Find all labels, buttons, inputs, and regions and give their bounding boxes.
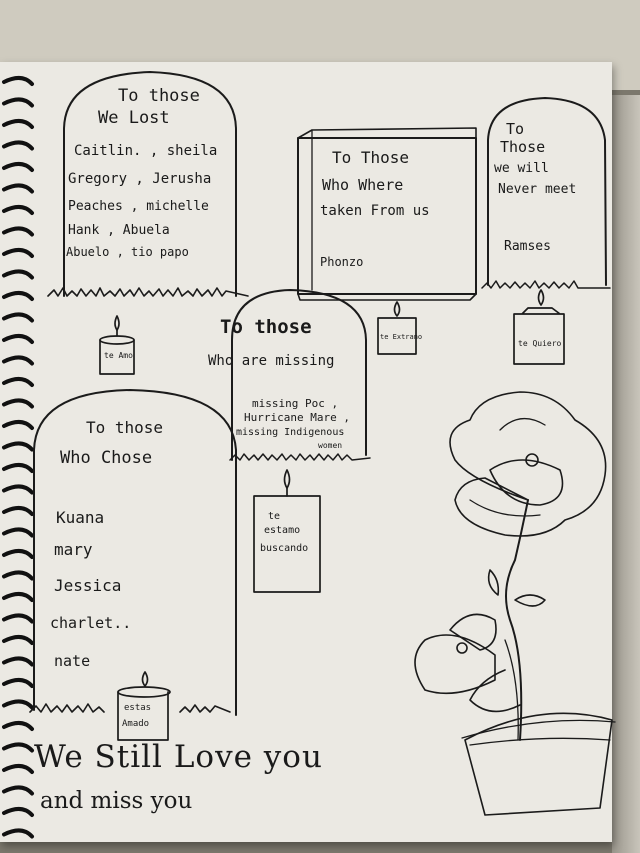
never-heading-4: Never meet — [498, 182, 577, 197]
lost-heading-1: To those — [118, 86, 200, 106]
spiral-ring — [2, 97, 34, 108]
candle-missing — [253, 469, 321, 593]
candle-taken — [377, 301, 417, 355]
spiral-ring — [2, 463, 34, 473]
candle-taken-label: te Extrano — [380, 333, 423, 341]
spiral-ring — [2, 721, 34, 731]
spiral-ring — [2, 484, 34, 495]
flower-sketch — [414, 391, 616, 816]
spiral-ring — [2, 420, 34, 430]
spiral-ring — [2, 678, 34, 688]
candle-lost — [99, 315, 135, 375]
spiral-ring — [2, 183, 34, 194]
spiral-binding — [2, 76, 34, 839]
candle-chose-label: estas — [124, 703, 152, 713]
missing-name: missing Poc , — [252, 397, 339, 410]
tombstone-missing — [231, 289, 367, 461]
spiral-ring — [2, 355, 34, 366]
chose-name: nate — [54, 652, 91, 670]
spiral-ring — [2, 807, 34, 817]
lost-name: Peaches , michelle — [68, 199, 209, 214]
spiral-ring — [2, 527, 34, 538]
candle-lost-label: te Amo — [104, 351, 133, 360]
spiral-ring — [2, 312, 34, 323]
spiral-ring — [2, 334, 34, 344]
spiral-ring — [2, 570, 34, 581]
spiral-ring — [2, 506, 34, 516]
spiral-ring — [2, 377, 34, 387]
never-heading-3: we will — [494, 161, 549, 176]
lost-heading-2: We Lost — [98, 108, 170, 128]
spiral-ring — [2, 269, 34, 280]
spiral-ring — [2, 613, 34, 624]
spiral-ring — [2, 828, 34, 839]
spiral-ring — [2, 398, 34, 409]
never-name: Ramses — [504, 239, 551, 254]
chose-name: Jessica — [54, 576, 122, 595]
spiral-ring — [2, 764, 34, 774]
spiral-ring — [2, 119, 34, 129]
frame-taken — [297, 137, 477, 295]
sketchbook-page — [0, 62, 612, 842]
spiral-ring — [2, 592, 34, 602]
spiral-ring — [2, 699, 34, 710]
spiral-ring — [2, 205, 34, 215]
tombstone-lost — [63, 71, 237, 297]
tombstone-never — [487, 97, 607, 286]
chose-name: mary — [54, 540, 93, 559]
candle-chose-label: Amado — [122, 719, 150, 729]
spiral-ring — [2, 656, 34, 667]
message-line-2: and miss you — [40, 788, 193, 814]
spiral-ring — [2, 785, 34, 796]
spiral-ring — [2, 162, 34, 172]
taken-name: Phonzo — [320, 255, 364, 269]
chose-name: charlet.. — [50, 614, 132, 632]
lost-name: Gregory , Jerusha — [68, 171, 212, 187]
spiral-ring — [2, 635, 34, 645]
spiral-ring — [2, 140, 34, 151]
spiral-ring — [2, 226, 34, 237]
lost-name: Caitlin. , sheila — [74, 143, 218, 159]
chose-heading-1: To those — [86, 418, 164, 437]
missing-heading-1: To those — [220, 316, 312, 338]
never-heading-1: To — [506, 120, 525, 138]
lost-name: Abuelo , tio papo — [66, 245, 189, 259]
chose-name: Kuana — [56, 508, 105, 527]
candle-missing-label: estamo — [264, 525, 301, 536]
spiral-ring — [2, 76, 34, 86]
table-shadow — [612, 95, 640, 853]
missing-name: missing Indigenous — [236, 427, 345, 438]
spiral-ring — [2, 742, 34, 753]
message-line-1: We Still Love you — [34, 739, 323, 775]
candle-missing-label: buscando — [260, 543, 309, 554]
chose-heading-2: Who Chose — [60, 448, 153, 468]
never-heading-2: Those — [500, 138, 546, 156]
taken-heading-3: taken From us — [320, 203, 430, 219]
candle-missing-label: te — [268, 511, 281, 522]
spiral-ring — [2, 248, 34, 258]
taken-heading-2: Who Where — [322, 176, 404, 194]
missing-name: women — [318, 441, 343, 450]
missing-name: Hurricane Mare , — [244, 411, 350, 424]
tombstone-chose — [33, 389, 237, 716]
spiral-ring — [2, 549, 34, 559]
spiral-ring — [2, 441, 34, 452]
lost-name: Hank , Abuela — [68, 223, 170, 238]
grass-lost — [47, 287, 249, 297]
taken-heading-1: To Those — [332, 148, 410, 167]
candle-never-label: te Quiero — [518, 339, 562, 348]
spiral-ring — [2, 291, 34, 301]
missing-heading-2: Who are missing — [208, 353, 335, 369]
candle-never — [513, 289, 565, 365]
candle-chose — [117, 671, 171, 741]
